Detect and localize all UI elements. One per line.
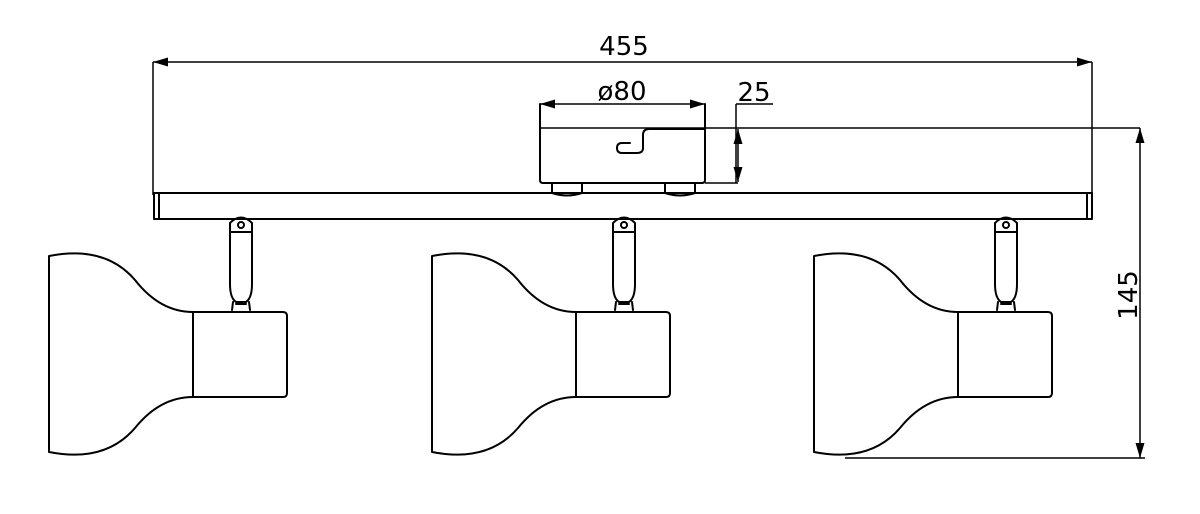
dim-label-25: 25: [737, 78, 770, 108]
dimension-overall-height: 145: [845, 128, 1145, 459]
spotlight-1: [48, 216, 288, 456]
dimension-overall-length: 455: [152, 32, 1093, 195]
dim-label-455: 455: [599, 32, 649, 62]
canopy: [539, 103, 1140, 197]
dimension-canopy-height: 25: [705, 78, 773, 184]
spotlight-3: [813, 216, 1053, 456]
spotlight-2: [431, 216, 671, 456]
dim-label-145: 145: [1114, 270, 1144, 320]
dimension-canopy-diameter: ø80: [540, 77, 705, 109]
dim-label-80: ø80: [598, 77, 647, 107]
mounting-bar: [153, 192, 1093, 220]
